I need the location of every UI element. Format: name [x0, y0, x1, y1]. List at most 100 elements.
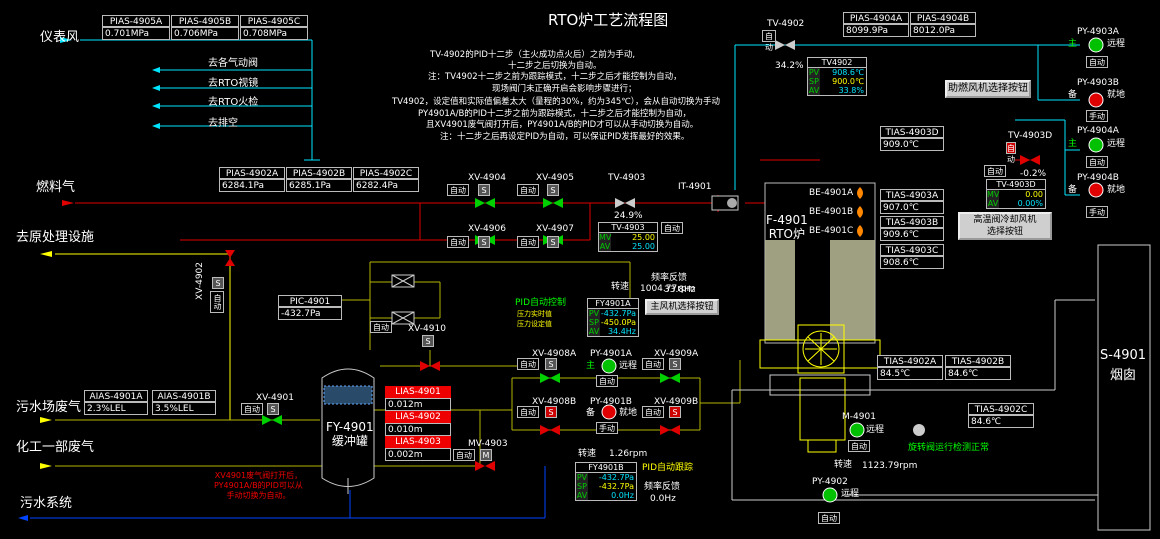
alarm-lias4903: LIAS-4903: [385, 436, 451, 448]
py4903a-main: 主: [1068, 39, 1078, 49]
xv4909a-s-button[interactable]: S: [669, 358, 681, 370]
pid-fy4901b-av-key: AV: [576, 491, 588, 500]
pid-fy4901a-av-key: AV: [588, 327, 600, 336]
label-buffer-tank: FY-4901 缓冲罐: [326, 420, 374, 448]
xv4902-s-button[interactable]: S: [212, 277, 224, 289]
xv4909a-auto-button[interactable]: 自动: [642, 358, 664, 370]
main-fan-select-button[interactable]: 主风机选择按钮: [645, 299, 719, 315]
xv4905-auto-button[interactable]: 自动: [517, 184, 539, 196]
xv4910-s-button[interactable]: S: [422, 335, 434, 347]
note-line-3: 注：TV4902十二步之前为跟踪模式，十二步之后才能控制为自动，: [428, 72, 682, 82]
burner-flames: [857, 187, 863, 237]
xv4910-auto-button[interactable]: 自动: [370, 321, 392, 333]
py4904b-manual-button[interactable]: 手动: [1086, 206, 1108, 218]
label-xv4909a: XV-4909A: [654, 349, 699, 359]
pid-tv4902-pv-key: PV: [808, 68, 820, 77]
py4901a-remote: 远程: [619, 361, 638, 371]
py4903b-manual-button[interactable]: 手动: [1086, 110, 1108, 122]
fan-b-speed: 1.26rpm: [609, 449, 648, 459]
tag-tias4902c: TIAS-4902C: [968, 403, 1034, 415]
py4904a-remote: 远程: [1107, 139, 1126, 149]
instrument-air-pipe: [80, 39, 1080, 196]
xv4904-s-button[interactable]: S: [478, 184, 490, 196]
label-xv4902: XV-4902: [195, 262, 205, 300]
xv4908b-s-button[interactable]: S: [545, 406, 557, 418]
label-xv4907: XV-4907: [536, 224, 574, 234]
tag-pias4905a: PIAS-4905A: [102, 15, 170, 27]
pid-tv4903-mv: 25.00: [632, 233, 655, 242]
fuel-inlet-arrow: [62, 200, 74, 206]
xv4907-s-button[interactable]: S: [547, 236, 559, 248]
tv4903-auto-button[interactable]: 自动: [661, 222, 683, 234]
xv4901-s-button[interactable]: S: [267, 403, 279, 415]
xv4908a-s-button[interactable]: S: [545, 358, 557, 370]
pid-fy4901b-sp: -432.7Pa: [598, 482, 634, 491]
pid-tv4903d-mv-key: MV: [987, 190, 1000, 199]
pid-tv4902-pv: 908.6℃: [832, 68, 864, 77]
label-xv4910: XV-4910: [408, 324, 446, 334]
py4902-auto-button[interactable]: 自动: [818, 512, 840, 524]
xv4902-auto-button[interactable]: 自动: [210, 291, 224, 313]
page-title: RTO炉工艺流程图: [548, 11, 669, 29]
xv4909b-s-button[interactable]: S: [669, 406, 681, 418]
tv4903d-mode-button[interactable]: 自动: [984, 165, 1006, 177]
xv4906-s-button[interactable]: S: [478, 236, 490, 248]
label-stack: 烟囱: [1110, 368, 1137, 383]
xv4909b-auto-button[interactable]: 自动: [642, 406, 664, 418]
py4901b-manual-button[interactable]: 手动: [596, 422, 618, 434]
tag-pias4905c: PIAS-4905C: [240, 15, 308, 27]
xv4908a-auto-button[interactable]: 自动: [517, 358, 539, 370]
m4901-remote: 远程: [866, 425, 885, 435]
py4903b-local: 就地: [1107, 90, 1126, 100]
valve-symbols: [225, 40, 1040, 471]
mv4903-m-button[interactable]: M: [480, 449, 492, 461]
xv4901-auto-button[interactable]: 自动: [241, 403, 263, 415]
aux-fan-select-button[interactable]: 助燃风机选择按钮: [945, 80, 1031, 98]
py4903a-auto-button[interactable]: 自动: [1086, 56, 1108, 68]
py4901a-auto-button[interactable]: 自动: [596, 375, 618, 387]
pump-symbols: [601, 37, 1104, 503]
label-rto-furnace: F-4901 RTO炉: [766, 213, 808, 241]
tv4903-output: 24.9%: [614, 211, 643, 221]
xv4904-auto-button[interactable]: 自动: [447, 184, 469, 196]
value-aias4901a: 2.3%LEL: [84, 402, 148, 415]
mv4903-auto-button[interactable]: 自动: [453, 449, 475, 461]
xv4905-s-button[interactable]: S: [547, 184, 559, 196]
tag-tias4903c: TIAS-4903C: [880, 244, 944, 256]
pid-tv4903d-av-key: AV: [987, 199, 999, 208]
air-branch-4: 去排空: [208, 118, 238, 129]
m4901-auto-button[interactable]: 自动: [848, 440, 870, 452]
air-branch-1: 去各气动阀: [208, 58, 258, 69]
py4901a-main: 主: [586, 361, 596, 371]
tv4903d-auto-button[interactable]: 自动: [1006, 142, 1016, 164]
fan-b-speed-label: 转速: [578, 449, 597, 459]
pid-fy4901b-pv: -432.7Pa: [598, 473, 634, 482]
xv4906-auto-button[interactable]: 自动: [447, 236, 469, 248]
label-xv4906: XV-4906: [468, 224, 506, 234]
pid-fy4901b-sp-key: SP: [576, 482, 588, 491]
xv4908b-auto-button[interactable]: 自动: [517, 406, 539, 418]
value-pias4902a: 6284.1Pa: [219, 179, 285, 192]
value-pias4905b: 0.706MPa: [171, 27, 239, 40]
tv4902-auto-button[interactable]: 自动: [762, 30, 776, 52]
py4902-remote: 远程: [841, 489, 860, 499]
sewage-gas-arrow: [40, 417, 52, 423]
stack-body: [1097, 244, 1151, 531]
tag-pias4904b: PIAS-4904B: [910, 12, 976, 24]
xv4907-auto-button[interactable]: 自动: [517, 236, 539, 248]
rto-furnace: [759, 182, 881, 453]
pid-tv4903-name: TV-4903: [599, 223, 657, 233]
label-xv4905: XV-4905: [536, 173, 574, 183]
pid-tv4903-mv-key: MV: [599, 233, 612, 242]
cooling-fan-select-button[interactable]: 高温阀冷却风机 选择按钮: [958, 212, 1052, 240]
buffer-tank: [321, 368, 375, 494]
interlock-note: XV4901废气阀打开后， PY4901A/B的PID可以从 手动切换为自动。: [214, 471, 303, 500]
label-tv4903d: TV-4903D: [1008, 131, 1053, 141]
py4904a-auto-button[interactable]: 自动: [1086, 156, 1108, 168]
